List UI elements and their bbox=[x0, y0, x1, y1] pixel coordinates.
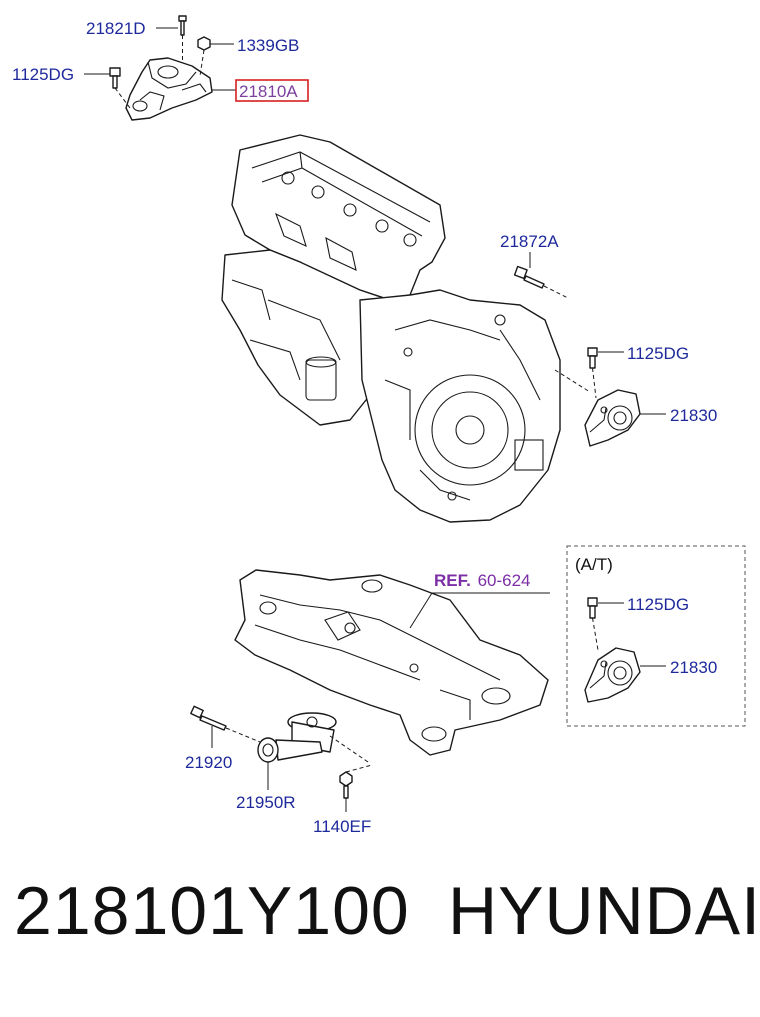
bolt-1140ef[interactable] bbox=[339, 764, 373, 812]
ref-value: 60-624 bbox=[478, 571, 531, 590]
transmission-mount-21830-at[interactable] bbox=[584, 647, 666, 703]
front-subframe[interactable] bbox=[234, 569, 549, 756]
label-21950r[interactable]: 21950R bbox=[236, 793, 296, 812]
label-1140ef[interactable]: 1140EF bbox=[313, 817, 371, 836]
label-1339gb[interactable]: 1339GB bbox=[237, 36, 299, 55]
parts-diagram: 21821D 1339GB 1125DG 21810A 21872A 1125D… bbox=[12, 15, 746, 836]
highlight-box-21810a bbox=[235, 79, 309, 102]
bolt-1125dg-at[interactable] bbox=[587, 597, 624, 651]
caption-part-number: 218101Y100 bbox=[14, 873, 410, 949]
label-21830-right[interactable]: 21830 bbox=[670, 406, 717, 425]
bolt-21872a[interactable] bbox=[513, 265, 569, 299]
label-at: (A/T) bbox=[575, 555, 613, 574]
label-21810a[interactable]: 21810A bbox=[239, 82, 298, 101]
nut-1339gb[interactable] bbox=[197, 36, 211, 77]
engine-mount-bracket[interactable] bbox=[125, 57, 213, 121]
label-1125dg-at[interactable]: 1125DG bbox=[627, 595, 689, 614]
label-21920[interactable]: 21920 bbox=[185, 753, 232, 772]
bolt-1125dg-top[interactable] bbox=[109, 67, 131, 109]
bolt-21920[interactable] bbox=[190, 705, 261, 748]
bolt-21821d[interactable] bbox=[178, 15, 187, 60]
roll-rod-21950r[interactable] bbox=[257, 712, 337, 763]
engine-assembly[interactable] bbox=[221, 134, 561, 523]
bolt-1125dg-right[interactable] bbox=[587, 347, 624, 399]
at-option-box bbox=[566, 545, 746, 727]
ref-prefix: REF. bbox=[434, 571, 471, 590]
caption-brand: HYUNDAI bbox=[448, 873, 760, 949]
label-21830-at[interactable]: 21830 bbox=[670, 658, 717, 677]
label-1125dg-right[interactable]: 1125DG bbox=[627, 344, 689, 363]
transmission-mount-21830[interactable] bbox=[584, 389, 666, 447]
label-ref[interactable]: REF. 60-624 bbox=[434, 571, 531, 590]
caption: 218101Y100 HYUNDAI bbox=[0, 872, 760, 992]
label-21872a[interactable]: 21872A bbox=[500, 232, 559, 251]
label-21821d[interactable]: 21821D bbox=[86, 19, 146, 38]
label-1125dg-top[interactable]: 1125DG bbox=[12, 65, 74, 84]
